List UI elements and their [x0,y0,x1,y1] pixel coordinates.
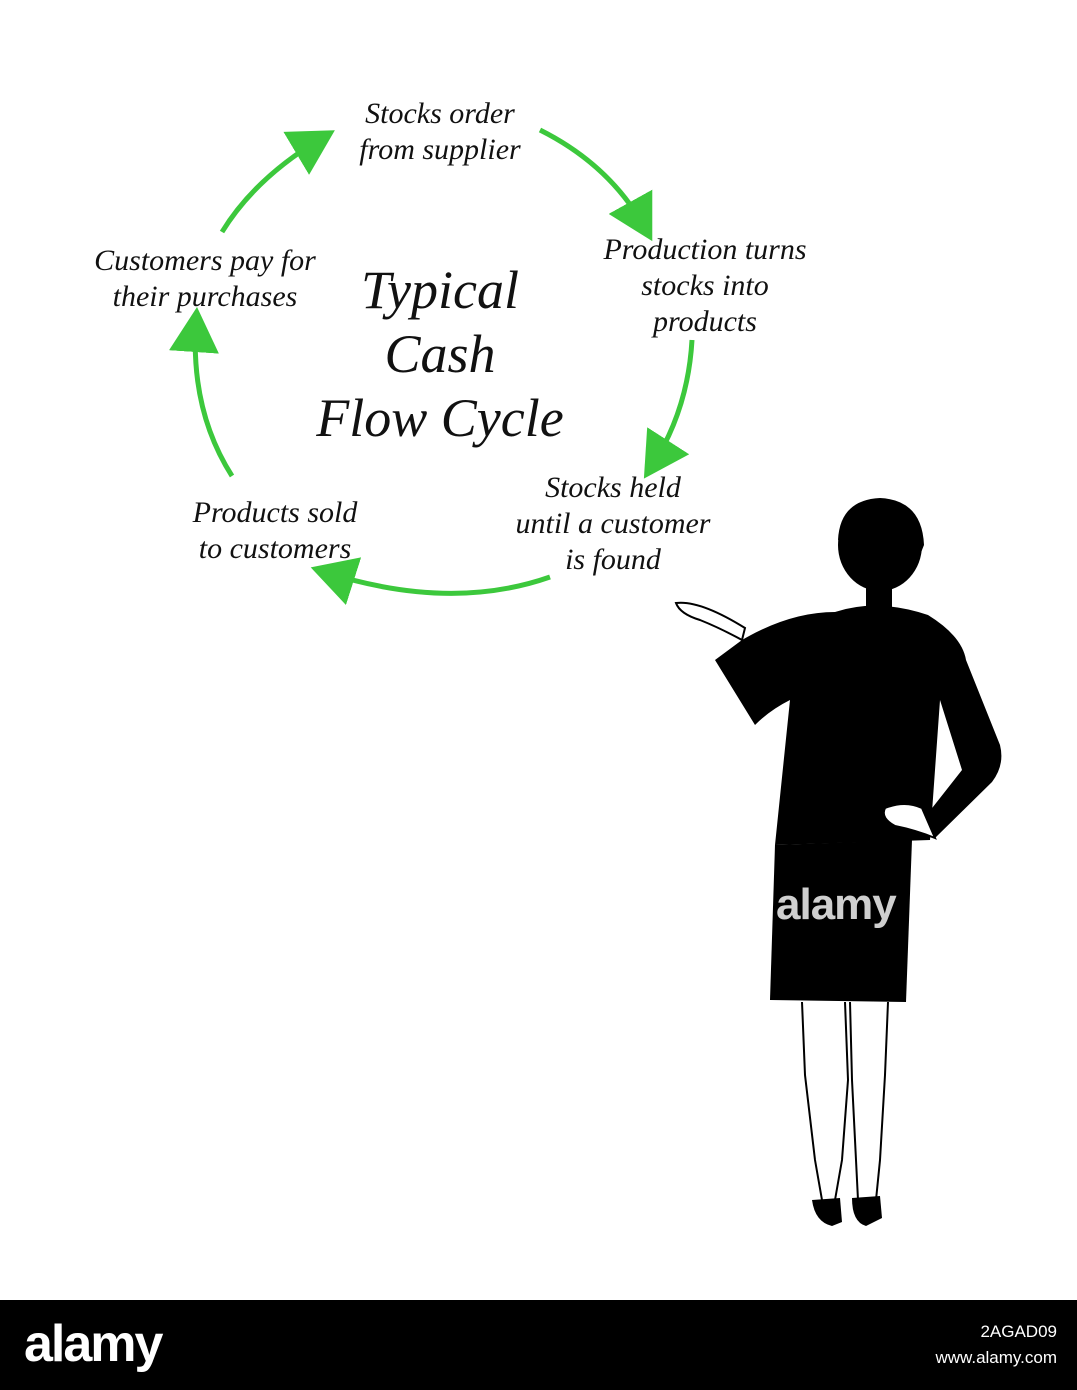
woman-skirt [770,840,912,1002]
woman-hair [838,498,924,560]
diagram-title: Typical Cash Flow Cycle [316,260,564,448]
step-stocks-held: Stocks held until a customer is found [515,471,711,576]
step-customers-pay: Customers pay for their purchases [94,244,316,313]
woman-jacket [715,605,1002,845]
arrow-supplier-to-production [538,127,653,242]
footer-bar: alamy 2AGAD09 www.alamy.com [0,1300,1077,1390]
arrow-customers-pay-to-order [219,130,335,234]
arrow-sold-to-customers-pay [169,307,235,478]
arrow-stocks-held-to-sold [310,557,551,605]
step-production-turns: Production turns stocks into products [603,233,807,338]
step-stocks-order: Stocks order from supplier [359,97,521,166]
watermark-text: alamy [776,880,897,929]
businesswoman-figure [674,498,1002,1226]
cycle-diagram [169,127,1002,1226]
footer-url: www.alamy.com [935,1348,1057,1367]
woman-shoe-left [812,1198,842,1226]
step-products-sold: Products sold to customers [192,496,358,565]
woman-legs [801,1001,889,1201]
footer-image-id: 2AGAD09 [980,1322,1057,1341]
woman-presenting-hand [674,601,747,642]
woman-hip-hand [882,803,937,840]
woman-shoe-right [852,1196,882,1226]
footer-logo: alamy [24,1315,163,1373]
arrow-production-to-stocks-held [643,339,695,479]
